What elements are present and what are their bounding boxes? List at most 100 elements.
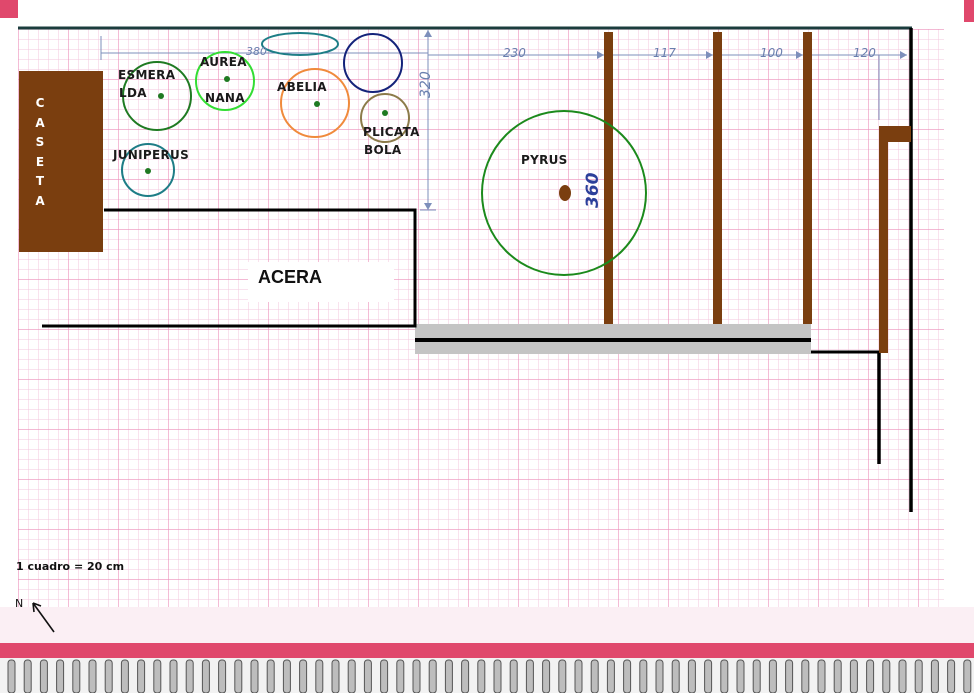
spiral-ring [623, 659, 632, 693]
caseta-label: CASETA [35, 96, 45, 208]
spiral-ring [412, 659, 421, 693]
aurea-nana-label-line2: NANA [205, 91, 245, 105]
spiral-ring [866, 659, 875, 693]
spiral-ring [606, 659, 615, 693]
spiral-ring [720, 659, 729, 693]
acera-label: ACERA [248, 262, 394, 302]
spiral-ring [185, 659, 194, 693]
spiral-ring [153, 659, 162, 693]
dim-100: 100 [760, 46, 783, 60]
spiral-ring [331, 659, 340, 693]
plicata-bola-label-line2: BOLA [364, 143, 402, 157]
plicata-bola-circle [360, 93, 410, 143]
dimension-lines [100, 30, 907, 211]
spiral-ring [72, 659, 81, 693]
spiral-ring [655, 659, 664, 693]
spiral-ring [266, 659, 275, 693]
spiral-ring [23, 659, 32, 693]
spiral-ring [477, 659, 486, 693]
dim-360: 360 [583, 172, 603, 209]
spiral-ring [218, 659, 227, 693]
north-label: N [15, 597, 24, 610]
spiral-ring [347, 659, 356, 693]
spiral-ring [315, 659, 324, 693]
spiral-ring [299, 659, 308, 693]
spiral-ring [963, 659, 972, 693]
juniperus-label: JUNIPERUS [113, 148, 190, 162]
spiral-ring [120, 659, 129, 693]
aurea-nana-circle [195, 51, 255, 111]
spiral-ring [639, 659, 648, 693]
abelia-dot [314, 101, 320, 107]
north-arrow [32, 602, 55, 633]
dim-320: 320 [418, 71, 434, 98]
esmeralda-circle [122, 61, 192, 131]
wood-post-1 [604, 32, 613, 324]
spiral-ring [169, 659, 178, 693]
spiral-ring [590, 659, 599, 693]
spiral-ring [671, 659, 680, 693]
acera-outline [42, 208, 417, 328]
spiral-ring [137, 659, 146, 693]
spiral-ring [849, 659, 858, 693]
juniperus-circle [121, 143, 175, 197]
spiral-ring [250, 659, 259, 693]
juniperus-dot [145, 168, 151, 174]
spiral-ring [736, 659, 745, 693]
spiral-ring [882, 659, 891, 693]
caseta-shed [19, 71, 103, 252]
abelia-label: ABELIA [277, 80, 327, 94]
spiral-ring [428, 659, 437, 693]
esmeralda-dot [158, 93, 164, 99]
esmeralda-label-line1: ESMERA [118, 68, 176, 82]
spiral-ring [833, 659, 842, 693]
esmeralda-label-line2: LDA [119, 86, 147, 100]
plicata-bola-dot [382, 110, 388, 116]
spiral-ring [461, 659, 470, 693]
red-band [0, 643, 974, 658]
spiral-ring [817, 659, 826, 693]
spiral-ring [914, 659, 923, 693]
dim-120: 120 [853, 46, 876, 60]
plicata-bola-label-line1: PLICATA [363, 125, 420, 139]
spiral-ring [88, 659, 97, 693]
aurea-nana-label-line1: AUREA [200, 55, 247, 69]
scale-note: 1 cuadro = 20 cm [16, 560, 125, 573]
teal-ellipse [261, 32, 339, 56]
wood-post-4 [879, 128, 888, 353]
spiral-ring [380, 659, 389, 693]
dim-230: 230 [503, 46, 526, 60]
wood-post-3 [803, 32, 812, 324]
spiral-ring [525, 659, 534, 693]
spiral-ring [396, 659, 405, 693]
abelia-circle [280, 68, 350, 138]
spiral-ring [444, 659, 453, 693]
spiral-ring [509, 659, 518, 693]
pyrus-trunk [559, 185, 571, 201]
spiral-ring [704, 659, 713, 693]
dim-117: 117 [653, 46, 676, 60]
dim-380: 380 [246, 45, 267, 58]
spiral-ring [7, 659, 16, 693]
spiral-ring [785, 659, 794, 693]
spiral-ring [752, 659, 761, 693]
aurea-nana-dot [224, 76, 230, 82]
spiral-ring [39, 659, 48, 693]
spiral-ring [930, 659, 939, 693]
spiral-ring [201, 659, 210, 693]
spiral-ring [493, 659, 502, 693]
spiral-ring [542, 659, 551, 693]
spiral-ring [282, 659, 291, 693]
spiral-binding [7, 659, 972, 693]
navy-circle [343, 33, 403, 93]
spiral-ring [558, 659, 567, 693]
spiral-ring [801, 659, 810, 693]
spiral-ring [687, 659, 696, 693]
spiral-ring [898, 659, 907, 693]
pyrus-label: PYRUS [521, 153, 568, 167]
spiral-ring [363, 659, 372, 693]
pyrus-circle [481, 110, 647, 276]
spiral-ring [768, 659, 777, 693]
spiral-ring [947, 659, 956, 693]
